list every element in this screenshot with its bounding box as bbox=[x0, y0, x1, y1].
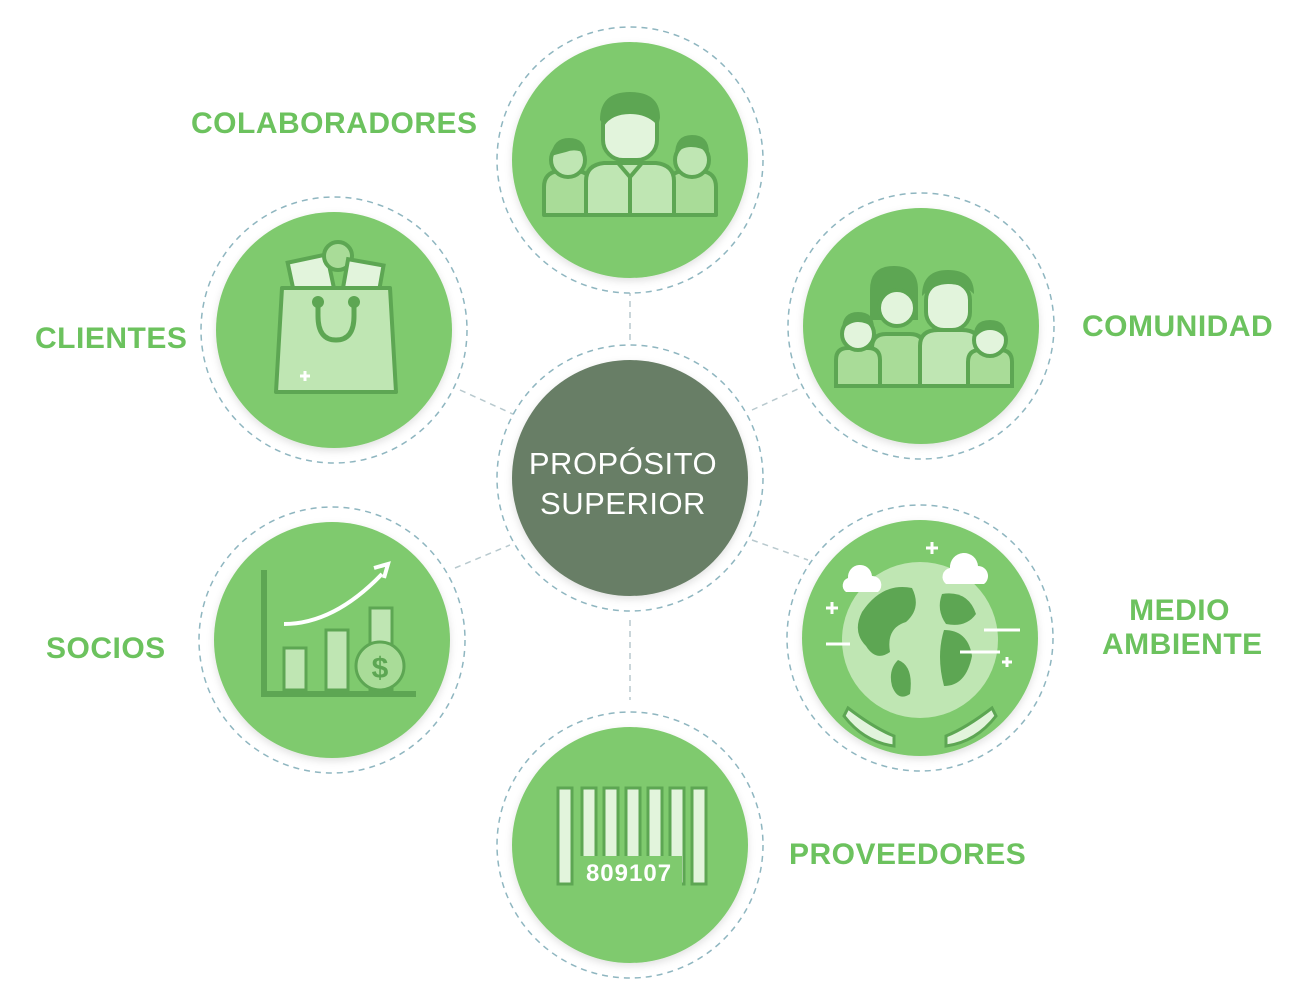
globe-in-hands-icon bbox=[826, 542, 1020, 748]
label-proveedores: PROVEEDORES bbox=[789, 838, 1027, 871]
center-title-line2: SUPERIOR bbox=[540, 486, 706, 521]
center-title: PROPÓSITO SUPERIOR bbox=[508, 444, 738, 524]
label-clientes: CLIENTES bbox=[35, 322, 188, 355]
label-comunidad: COMUNIDAD bbox=[1082, 310, 1274, 343]
barcode-number: 809107 bbox=[586, 860, 672, 887]
node-clientes bbox=[216, 212, 452, 448]
barcode-icon bbox=[556, 786, 708, 886]
center-circle bbox=[512, 360, 748, 596]
community-family-icon bbox=[834, 266, 1014, 388]
label-medio-ambiente: MEDIO AMBIENTE bbox=[1102, 594, 1263, 662]
connector-lines bbox=[454, 290, 809, 700]
node-comunidad bbox=[803, 208, 1039, 444]
label-socios: SOCIOS bbox=[46, 632, 166, 665]
label-medio-ambiente-line2: AMBIENTE bbox=[1102, 628, 1263, 661]
node-medio-ambiente bbox=[802, 520, 1038, 756]
node-proveedores: 809107 bbox=[512, 727, 748, 963]
center-title-line1: PROPÓSITO bbox=[528, 446, 718, 481]
shopping-bag-icon bbox=[274, 240, 398, 394]
label-colaboradores: COLABORADORES bbox=[191, 107, 478, 140]
node-socios: $ bbox=[214, 522, 450, 758]
svg-text:$: $ bbox=[372, 652, 389, 685]
group-people-icon bbox=[542, 92, 718, 217]
node-colaboradores bbox=[512, 42, 748, 278]
growth-chart-dollar-icon: $ bbox=[261, 561, 416, 697]
label-medio-ambiente-line1: MEDIO bbox=[1129, 594, 1230, 627]
